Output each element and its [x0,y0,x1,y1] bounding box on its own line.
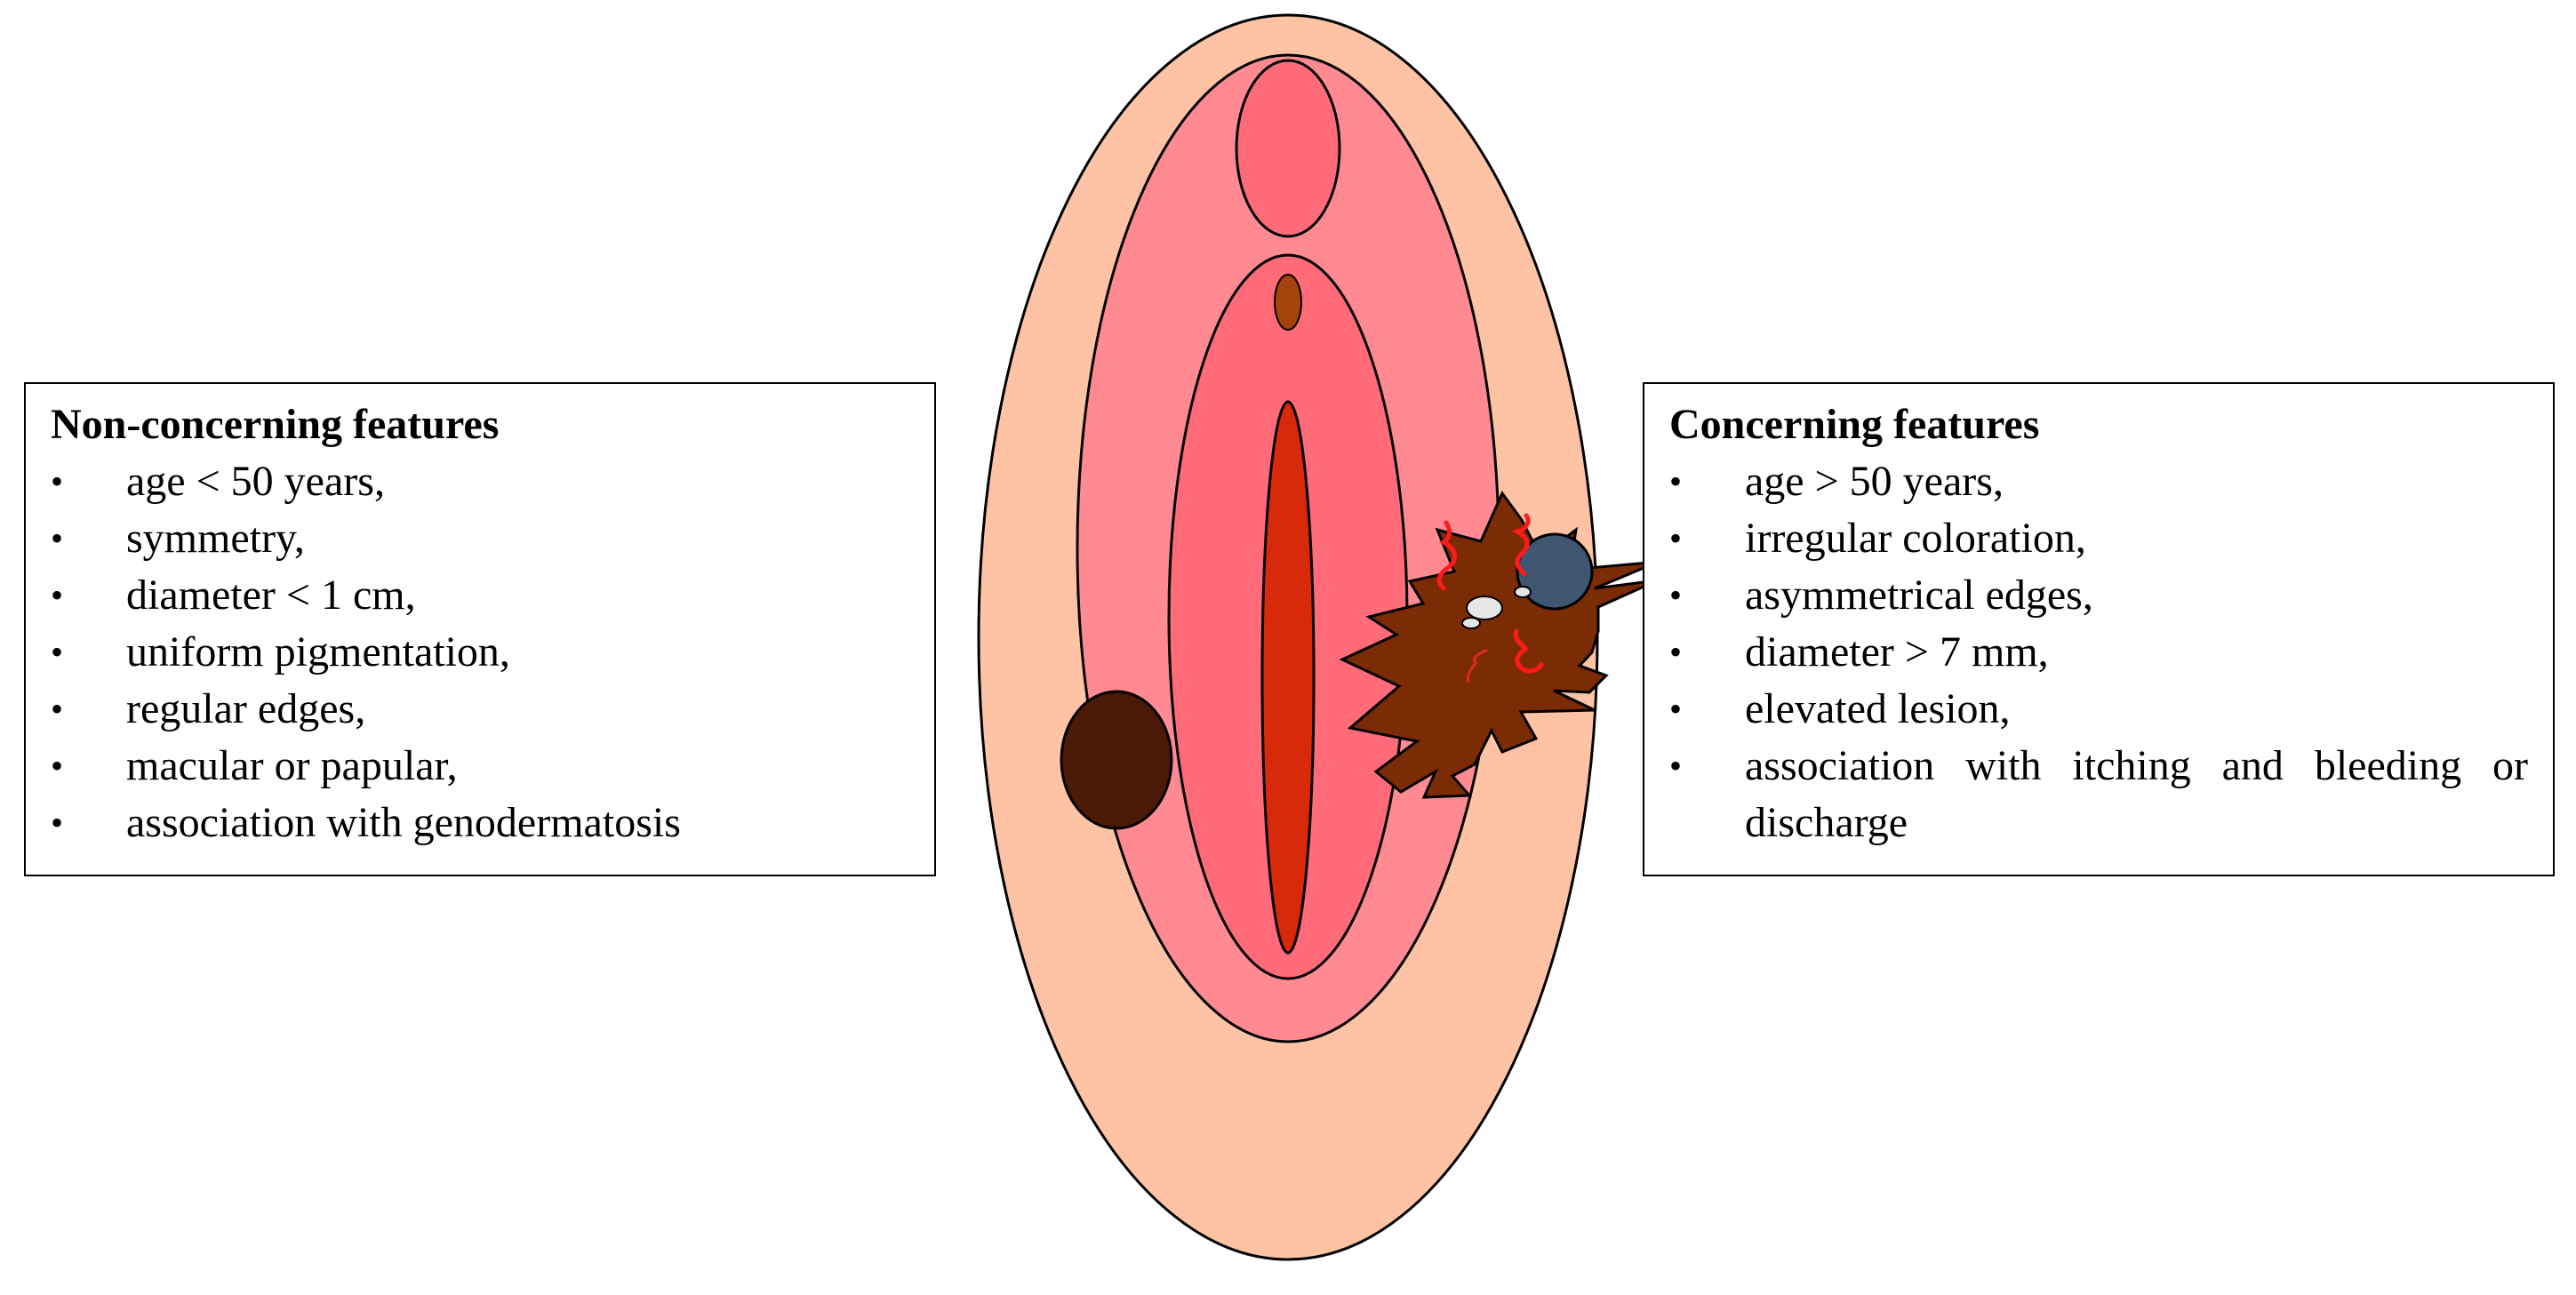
list-item: asymmetrical edges, [1669,567,2528,624]
discharge-spot [1461,617,1481,629]
melanoma-blue-nodule [1516,532,1594,611]
bleeding-mark [1513,628,1544,674]
discharge-spot [1514,586,1532,598]
bleeding-mark [1467,649,1488,683]
non-concerning-features-box: Non-concerning features age < 50 years, … [24,382,936,876]
benign-nevus [1060,690,1173,830]
list-item: association with genodermatosis [51,795,909,851]
list-item: association with itching and bleeding or… [1669,738,2528,851]
list-item: age < 50 years, [51,453,909,510]
list-item: uniform pigmentation, [51,624,909,681]
concerning-features-list: age > 50 years, irregular coloration, as… [1669,453,2528,851]
concerning-features-title: Concerning features [1669,401,2040,448]
list-item: regular edges, [51,681,909,738]
vaginal-opening [1260,400,1316,955]
list-item: symmetry, [51,510,909,567]
non-concerning-features-title: Non-concerning features [51,401,500,448]
concerning-features-box: Concerning features age > 50 years, irre… [1643,382,2555,876]
non-concerning-features-list: age < 50 years, symmetry, diameter < 1 c… [51,453,909,851]
bleeding-mark [1436,520,1458,591]
bleeding-mark [1511,513,1531,577]
list-item: diameter > 7 mm, [1669,624,2528,681]
discharge-spot [1466,596,1503,620]
list-item: diameter < 1 cm, [51,567,909,624]
urethral-opening [1274,274,1302,331]
list-item: macular or papular, [51,738,909,795]
list-item: age > 50 years, [1669,453,2528,510]
clitoral-hood-ellipse [1235,59,1341,238]
list-item: irregular coloration, [1669,510,2528,567]
list-item: elevated lesion, [1669,681,2528,738]
